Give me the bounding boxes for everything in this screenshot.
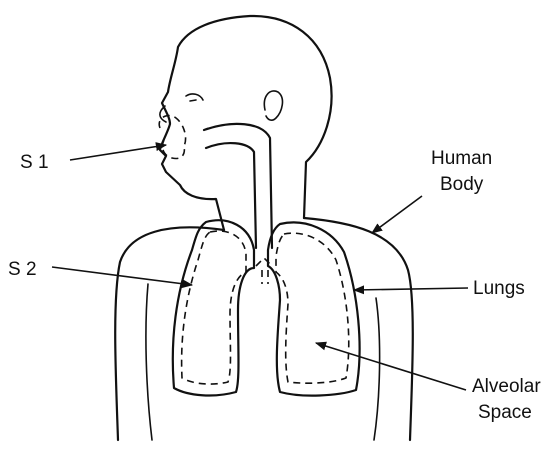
human-body-arrow (372, 196, 422, 233)
label-alveolar: Alveolar (472, 376, 541, 397)
airway-inner (206, 143, 256, 248)
s1-arrow (70, 145, 166, 160)
nasal-cavity (159, 116, 185, 159)
label-space: Space (478, 402, 532, 423)
lungs-arrow (354, 288, 468, 290)
lung-right-inner (276, 233, 349, 383)
torso-outline (115, 218, 413, 440)
label-human: Human (431, 148, 492, 169)
head-outline (160, 16, 332, 230)
right-arm-line (374, 298, 380, 440)
ear (264, 91, 282, 120)
left-arm-line (146, 284, 152, 440)
label-lungs: Lungs (473, 278, 525, 299)
alveolar-arrow (316, 343, 466, 390)
bronchi (256, 258, 272, 284)
label-s1: S 1 (20, 152, 49, 173)
s2-arrow (52, 267, 192, 285)
label-s2: S 2 (8, 259, 37, 280)
eye (186, 94, 203, 101)
label-body: Body (440, 174, 484, 195)
lung-left (173, 220, 254, 395)
